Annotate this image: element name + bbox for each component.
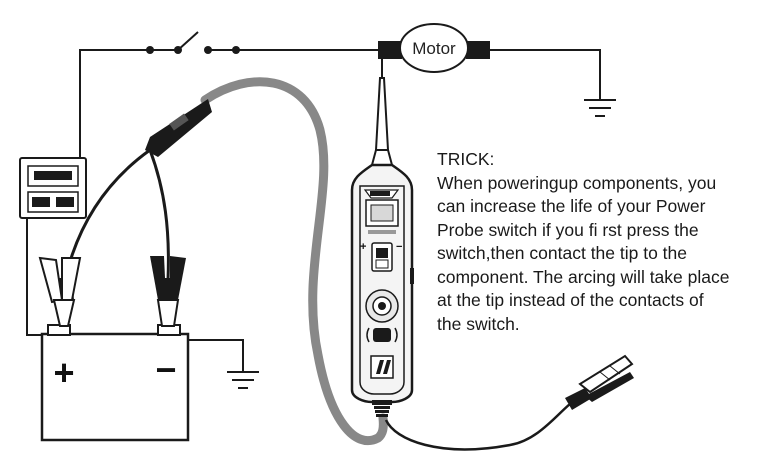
fuse-box <box>19 157 87 219</box>
wire-battery-to-ground <box>165 339 244 372</box>
battery: + − <box>40 324 190 442</box>
switch-icon <box>146 31 240 54</box>
motor-ground-icon <box>584 99 616 117</box>
negative-clip-icon <box>150 256 186 327</box>
battery-negative-label: − <box>155 349 176 390</box>
motor-label: Motor <box>412 39 456 58</box>
battery-positive-label: + <box>53 352 74 393</box>
trick-line: can increase the life of your Power <box>437 196 706 216</box>
battery-ground-icon <box>227 371 259 389</box>
wire-motor-to-ground <box>485 49 601 100</box>
positive-clip-icon <box>38 256 82 327</box>
inline-fuse-holder <box>145 99 212 157</box>
wire-fuse-to-switch <box>79 49 150 165</box>
power-probe-cable <box>200 77 388 446</box>
trick-text-block: TRICK: When poweringup components, you c… <box>437 148 777 336</box>
trick-line: component. The arcing will take place <box>437 266 730 287</box>
motor: Motor <box>378 23 490 73</box>
probe-ground-lead <box>384 398 576 451</box>
trick-line: switch,then contact the tip to the <box>437 243 688 263</box>
speaker-icon <box>373 328 391 342</box>
svg-text:−: − <box>396 241 402 253</box>
trick-line: Probe switch if you fi rst press the <box>437 219 699 240</box>
trick-line: the switch. <box>437 313 520 334</box>
trick-line: When poweringup components, you <box>437 172 717 193</box>
probe-strain-relief <box>372 400 392 417</box>
probe-tip <box>370 59 394 166</box>
power-probe-body: + − <box>350 163 414 404</box>
negative-lead <box>148 149 170 281</box>
trick-heading: TRICK: <box>437 149 495 169</box>
svg-text:+: + <box>360 241 366 253</box>
ground-clip-icon <box>565 354 634 410</box>
trick-line: at the tip instead of the contacts of <box>437 290 704 310</box>
